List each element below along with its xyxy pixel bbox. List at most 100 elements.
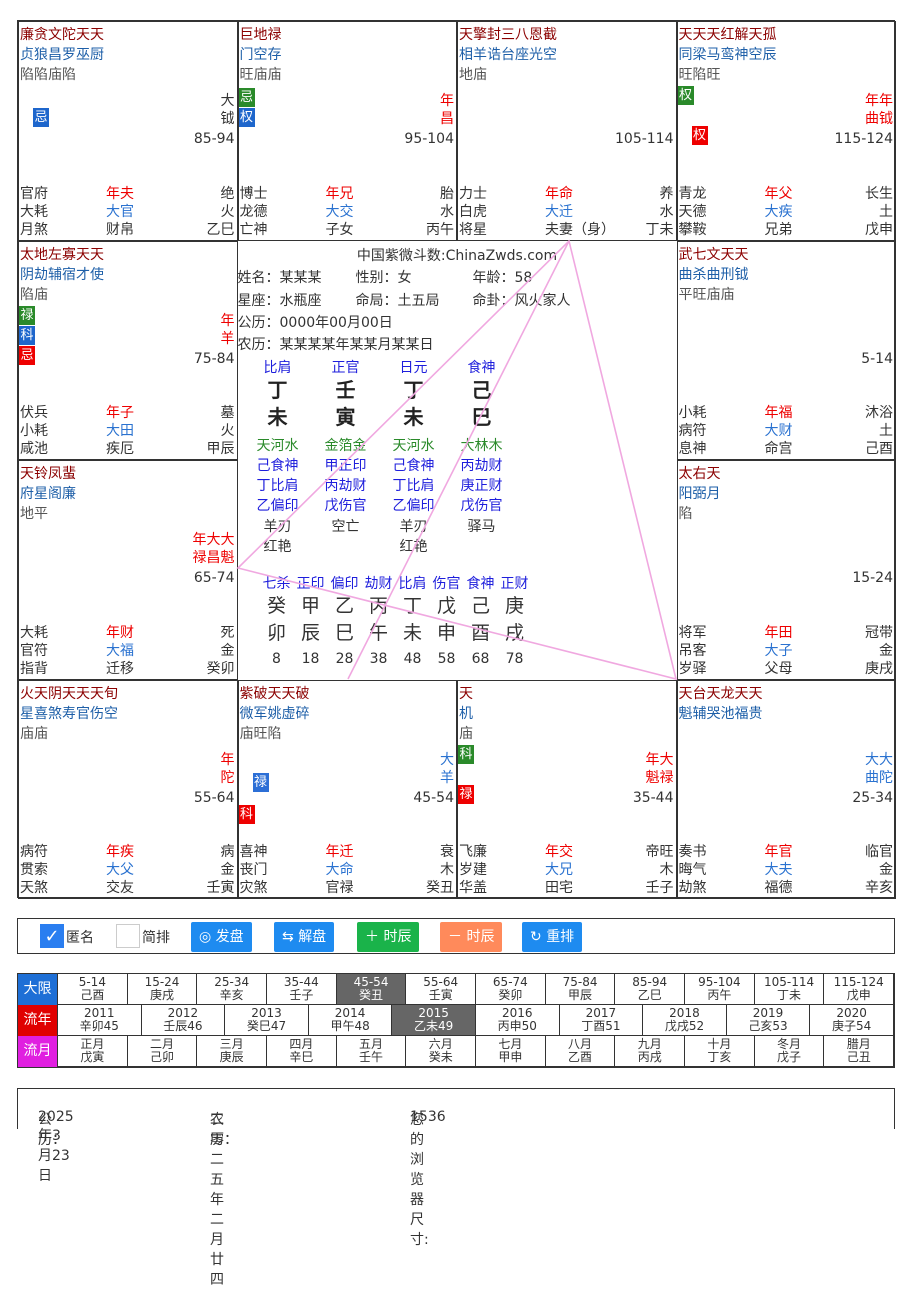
palace-footer-row: 大耗年财死 bbox=[20, 624, 235, 642]
pillar: 日元丁未天河水己食神丁比肩乙偏印羊刃红艳 bbox=[384, 357, 444, 556]
name-row: 姓名：某某某 bbox=[238, 267, 322, 287]
sex-label: 性别： bbox=[355, 269, 398, 286]
liuyue-cell[interactable]: 四月辛巳 bbox=[267, 1036, 337, 1067]
reset-button[interactable]: ↻ 重排 bbox=[522, 922, 583, 952]
footer-stage: 土 bbox=[879, 423, 893, 439]
daxian-cell-top: 35-44 bbox=[283, 975, 319, 989]
liuyue-cell[interactable]: 七月甲申 bbox=[476, 1036, 546, 1067]
dayun-age: 28 bbox=[335, 650, 354, 667]
ju-value: 土五局 bbox=[397, 292, 440, 309]
liuyue-cell[interactable]: 五月壬午 bbox=[336, 1036, 407, 1067]
dayun-zhi: 辰 bbox=[300, 621, 320, 644]
plus-shichen-button[interactable]: ＋ 时辰 bbox=[357, 922, 420, 952]
footer-palace: 兄弟 bbox=[764, 221, 793, 238]
fapan-button[interactable]: ◎ 发盘 bbox=[191, 922, 252, 952]
dayun-zhi: 卯 bbox=[266, 621, 286, 644]
footer-palace: 迁移 bbox=[106, 660, 134, 677]
liuyue-cell-top: 四月 bbox=[289, 1037, 314, 1051]
liuyue-cell[interactable]: 正月戊寅 bbox=[58, 1036, 128, 1067]
dayun-gan: 癸 bbox=[266, 594, 286, 617]
liuyue-cell[interactable]: 六月癸未 bbox=[406, 1036, 477, 1067]
liunian-cell-ganzhi: 辛卯45 bbox=[79, 1019, 119, 1033]
minus-shichen-button[interactable]: － 时辰 bbox=[440, 922, 503, 952]
liuyue-label: 流月 bbox=[18, 1036, 58, 1067]
footer-stage: 癸丑 bbox=[426, 880, 454, 896]
footer-stage: 金 bbox=[879, 862, 893, 878]
dayun-zhi: 酉 bbox=[470, 621, 490, 644]
footer-god: 龙德 bbox=[239, 203, 268, 220]
yearly-star: 年大 bbox=[645, 751, 674, 768]
anon-checkbox[interactable]: ✓ bbox=[40, 924, 64, 948]
daxian-cell-top: 85-94 bbox=[632, 975, 668, 989]
liuyue-cell[interactable]: 腊月己丑 bbox=[824, 1036, 895, 1067]
liuyue-cell[interactable]: 十月丁亥 bbox=[685, 1036, 755, 1067]
jiepan-label: 解盘 bbox=[298, 929, 327, 945]
footer-solar-value: 2025年3月23日 bbox=[38, 1109, 74, 1184]
liuyue-cell[interactable]: 八月乙酉 bbox=[545, 1036, 616, 1067]
liuyue-cell[interactable]: 冬月戊子 bbox=[754, 1036, 825, 1067]
star-row-1: 天铃凤蜚 bbox=[20, 466, 76, 482]
daxian-cell-ganzhi: 乙巳 bbox=[637, 988, 662, 1002]
age-range: 115-124 bbox=[834, 131, 894, 147]
palace-stars: 太右天阳弼月陷 bbox=[679, 464, 721, 524]
liuyue-cell[interactable]: 九月丙戌 bbox=[615, 1036, 686, 1067]
star-row-2: 门空存 bbox=[239, 47, 282, 63]
liuyue-cell[interactable]: 三月庚辰 bbox=[197, 1036, 268, 1067]
pillar-zhi: 巳 bbox=[471, 404, 492, 429]
liuyue-cell[interactable]: 二月己卯 bbox=[127, 1036, 198, 1067]
liuyue-cell-ganzhi: 甲申 bbox=[498, 1050, 523, 1064]
footer-god: 小耗 bbox=[678, 405, 707, 421]
footer-god: 博士 bbox=[239, 185, 268, 202]
dayun-gan: 甲 bbox=[300, 594, 320, 617]
liuyue-cell-top: 五月 bbox=[359, 1037, 384, 1051]
footer-palace: 年财 bbox=[106, 624, 134, 641]
age-range: 35-44 bbox=[632, 789, 674, 806]
dayun-zhi: 申 bbox=[436, 621, 456, 644]
footer-stage: 绝 bbox=[220, 185, 235, 202]
simple-checkbox[interactable] bbox=[116, 924, 140, 948]
daxian-cell-top: 95-104 bbox=[698, 975, 741, 989]
footer-god: 将军 bbox=[678, 624, 707, 641]
footer-stage: 土 bbox=[879, 203, 893, 220]
fapan-label: 发盘 bbox=[215, 929, 244, 945]
palace-footer-row: 喜神年迁衰 bbox=[240, 843, 455, 861]
liuyue-cell-ganzhi: 癸未 bbox=[428, 1050, 453, 1064]
jiepan-button[interactable]: ⇆ 解盘 bbox=[274, 922, 335, 952]
pillar-god: 日元 bbox=[399, 359, 428, 376]
